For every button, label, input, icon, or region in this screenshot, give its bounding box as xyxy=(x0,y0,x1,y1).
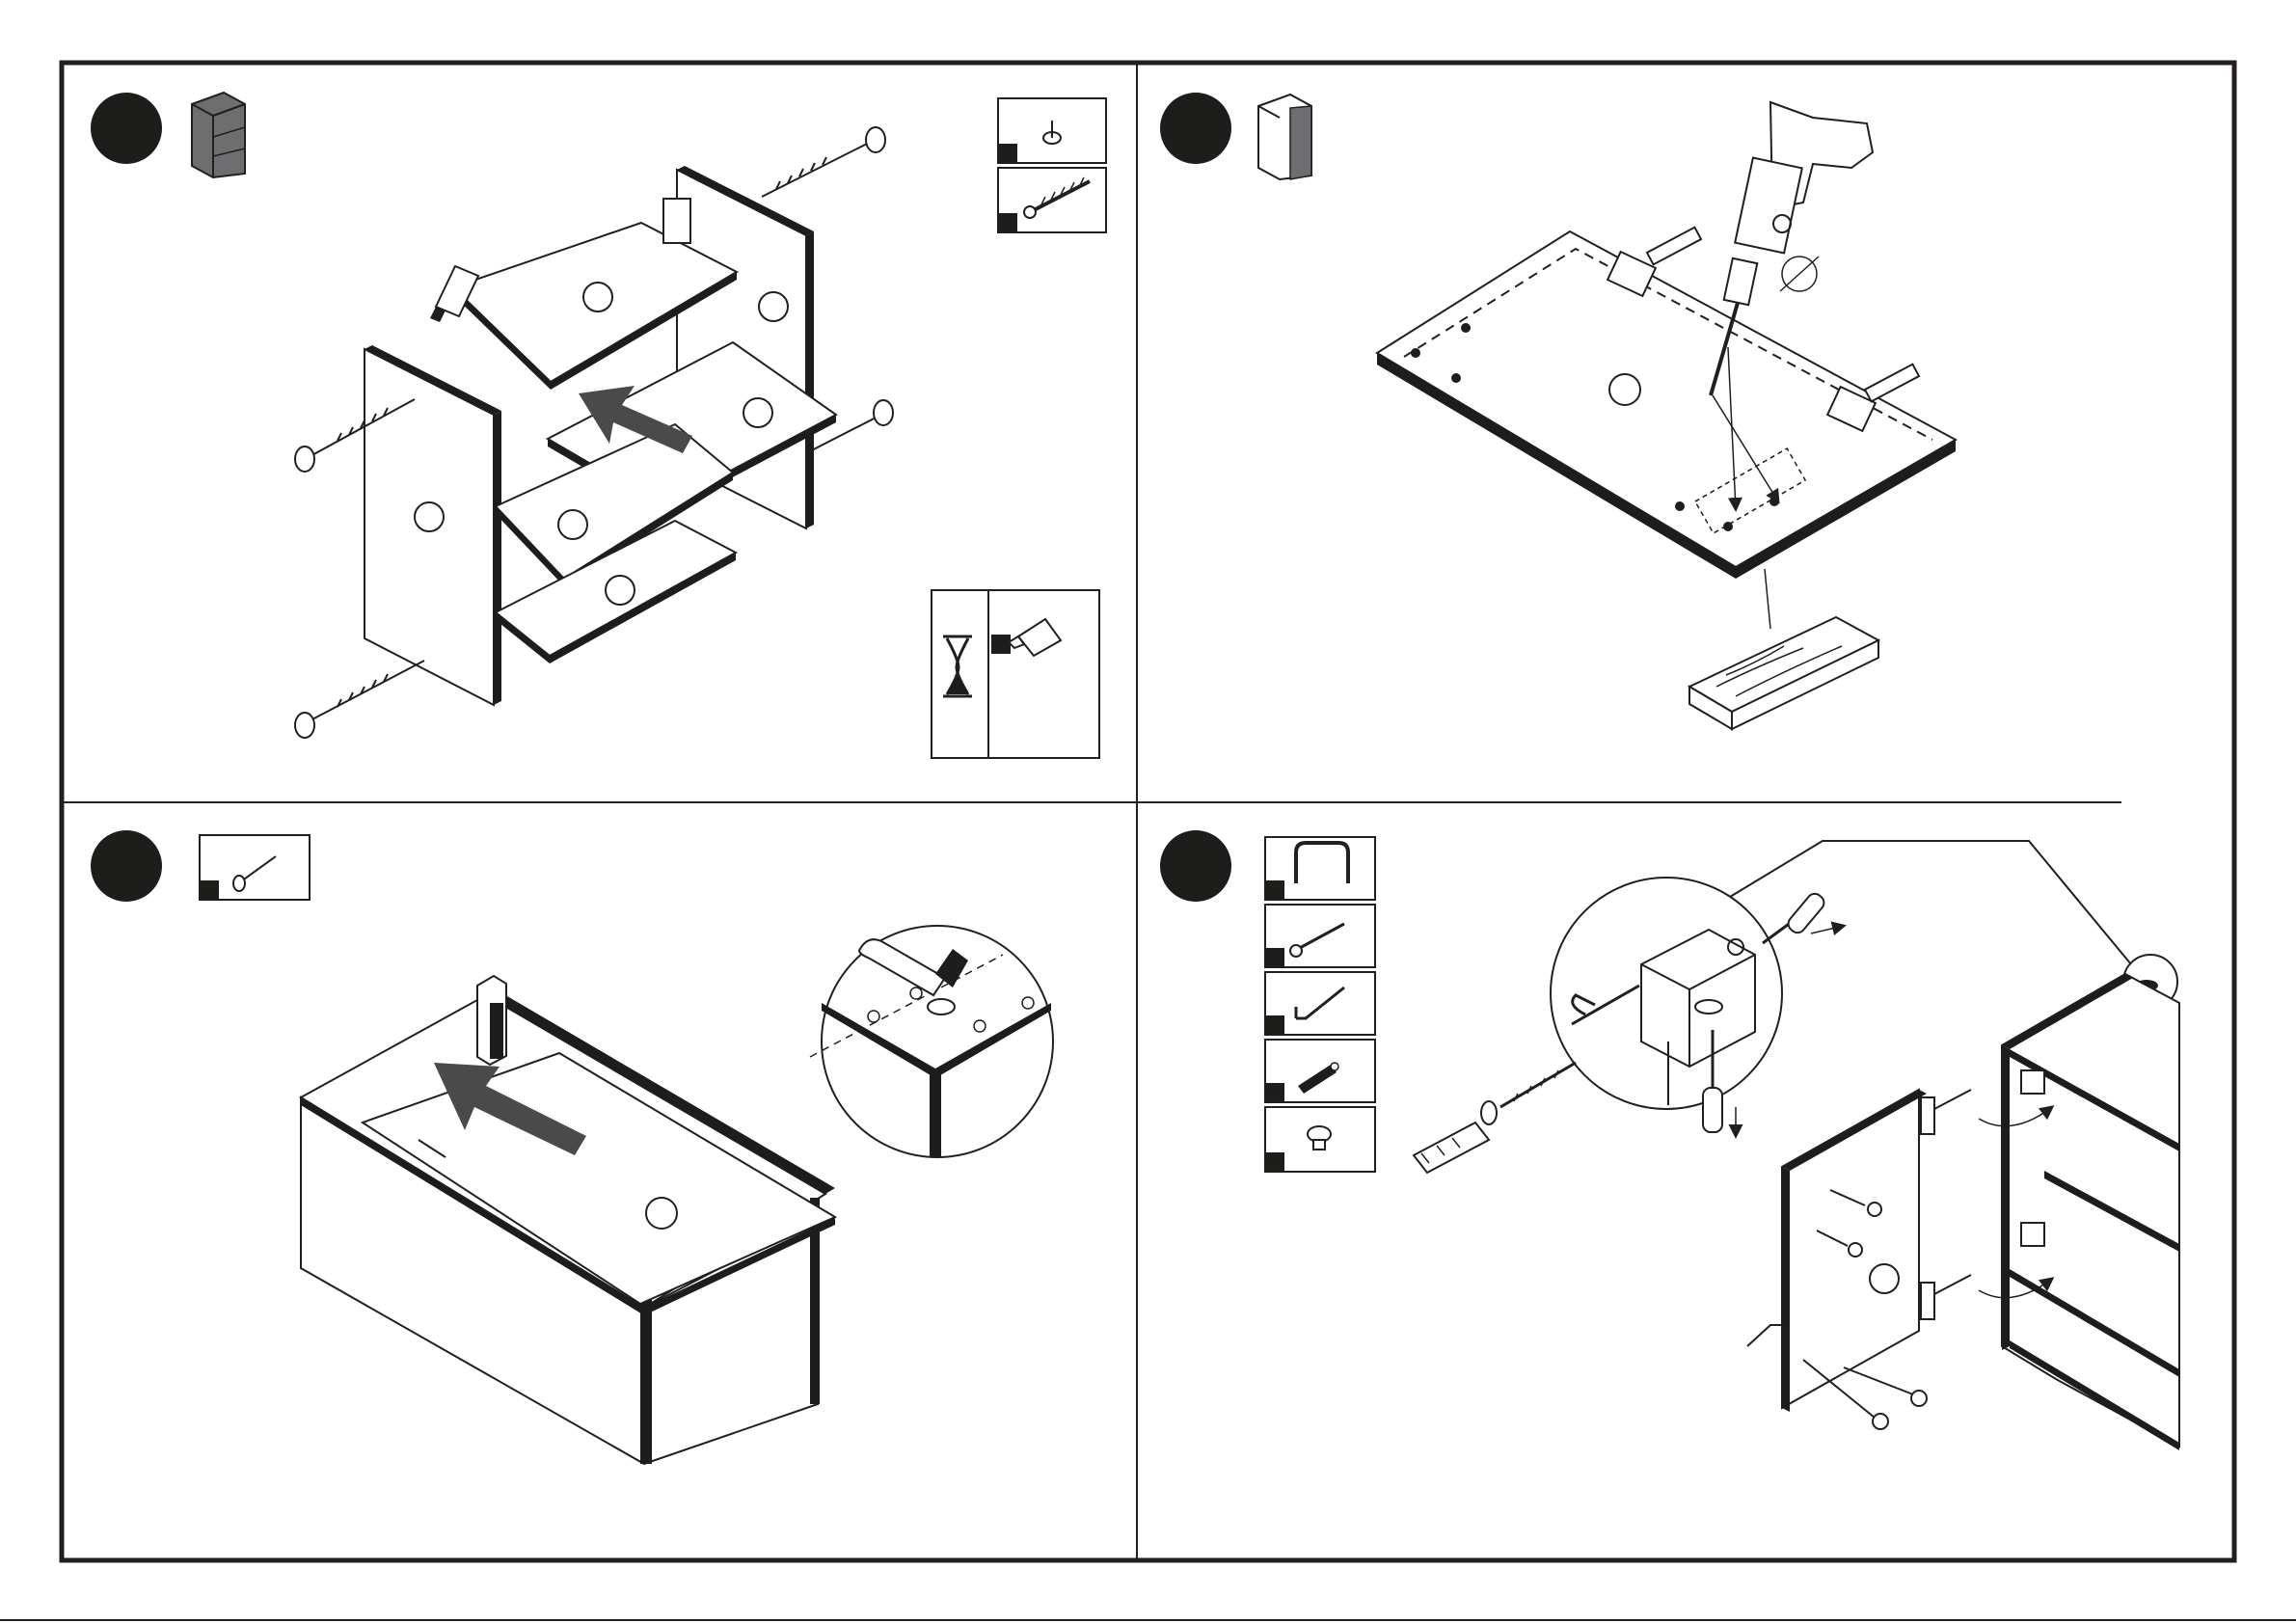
cabinet-body-drawing xyxy=(1979,974,2179,1450)
glue-wait-box xyxy=(932,590,1099,758)
cabinet-shelves-icon xyxy=(192,93,245,177)
hardware-box-handle xyxy=(1265,837,1375,900)
step-3-number-badge xyxy=(91,830,162,902)
screwdriver-icon xyxy=(1763,891,1844,943)
step-4-number-badge xyxy=(1160,830,1231,902)
door-panel-drawing xyxy=(1747,1090,1971,1429)
hardware-box-cap xyxy=(1265,1107,1375,1172)
step-2-panel xyxy=(1160,93,1956,729)
step-2-number-badge xyxy=(1160,93,1231,164)
wood-block-icon xyxy=(1689,569,1878,729)
cabinet-back-panel-drawing xyxy=(301,976,835,1464)
step-1-panel xyxy=(91,93,1106,758)
cabinet-door-icon xyxy=(1258,95,1311,179)
step-4-panel xyxy=(1160,830,2179,1450)
hammer-detail-zoom xyxy=(810,926,1053,1157)
wall-plug-icon xyxy=(1414,1063,1576,1173)
wall-mount-detail-zoom xyxy=(1551,878,1782,1109)
hardware-box-cam-lock xyxy=(998,98,1106,163)
zoom-leader-line xyxy=(1730,841,2131,964)
step-3-panel xyxy=(91,830,1053,1464)
step-1-number-badge xyxy=(91,93,162,164)
hardware-box-hook-screw xyxy=(1265,972,1375,1035)
door-panel-drawing xyxy=(1377,228,1956,579)
hardware-box-screw xyxy=(1265,905,1375,967)
hardware-box-wall-plug xyxy=(1265,1040,1375,1102)
hardware-box-cam-bolt xyxy=(998,168,1106,232)
hardware-box-nail xyxy=(200,835,310,900)
exploded-cabinet-drawing xyxy=(295,127,893,738)
